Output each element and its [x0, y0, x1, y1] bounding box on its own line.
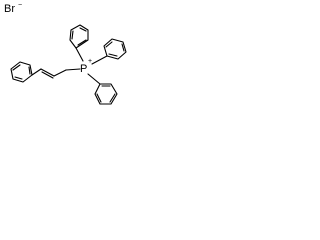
phosphorus-symbol: P — [80, 63, 87, 75]
phosphonium-label: P + — [80, 58, 92, 75]
phosphorus-bonds — [75, 47, 108, 85]
phenyl-ring-upper-right — [103, 38, 127, 60]
phosphorus-charge: + — [88, 58, 92, 65]
chemical-structure: Br − P + — [4, 2, 127, 105]
allyl-chain — [31, 68, 81, 79]
bromide-label: Br − — [4, 2, 22, 15]
phenyl-ring-upper-left — [69, 24, 89, 49]
bromide-symbol: Br — [4, 3, 15, 15]
phenyl-ring-lower — [94, 83, 118, 105]
bromide-charge: − — [18, 2, 22, 9]
cinnamyl-phenyl-ring — [10, 61, 33, 83]
